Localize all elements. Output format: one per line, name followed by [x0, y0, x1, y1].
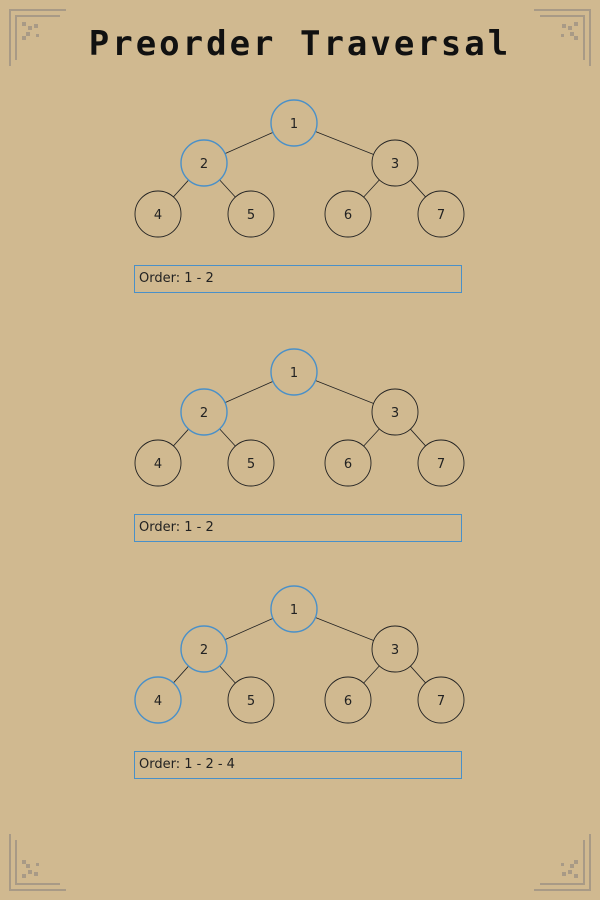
node-label: 2 — [200, 157, 208, 172]
node-circle — [324, 676, 372, 724]
node-label: 6 — [344, 208, 352, 223]
node-circle — [270, 585, 318, 633]
node-label: 4 — [154, 208, 162, 223]
node-circle — [324, 190, 372, 238]
traversal-step-1: 1 2 3 4 5 6 7 Order: 1 - 2 — [0, 95, 600, 305]
tree-edge-1-3 — [315, 380, 374, 404]
node-circle — [180, 625, 228, 673]
tree-edge-3-7 — [410, 179, 426, 198]
node-circle — [134, 676, 182, 724]
node-label: 1 — [290, 603, 298, 618]
node-circle — [180, 139, 228, 187]
tree-node-1: 1 — [270, 99, 318, 147]
tree-edge-2-5 — [219, 665, 236, 684]
node-label: 3 — [391, 643, 399, 658]
tree-edge-1-2 — [224, 617, 274, 641]
node-label: 4 — [154, 457, 162, 472]
tree-edge-2-4 — [173, 665, 189, 684]
tree-node-6: 6 — [324, 190, 372, 238]
corner-ornament-top-right — [534, 9, 591, 66]
tree-node-6: 6 — [324, 676, 372, 724]
tree-edge-3-7 — [410, 665, 426, 684]
order-readout: Order: 1 - 2 — [134, 514, 462, 542]
node-label: 2 — [200, 406, 208, 421]
node-label: 7 — [437, 208, 445, 223]
tree-edge-1-3 — [315, 617, 374, 641]
tree-node-6: 6 — [324, 439, 372, 487]
node-label: 6 — [344, 694, 352, 709]
node-circle — [227, 190, 275, 238]
node-label: 2 — [200, 643, 208, 658]
node-circle — [270, 99, 318, 147]
node-circle — [417, 190, 465, 238]
traversal-step-2: 1 2 3 4 5 6 7 Order: 1 - 2 — [0, 344, 600, 554]
tree-edge-3-6 — [363, 665, 380, 684]
corner-ornament-top-left — [9, 9, 66, 66]
tree-diagram: 1 2 3 4 5 6 7 — [134, 99, 465, 238]
node-label: 3 — [391, 406, 399, 421]
tree-edge-3-7 — [410, 428, 426, 447]
tree-edge-2-5 — [219, 179, 236, 198]
node-label: 5 — [247, 694, 255, 709]
node-label: 5 — [247, 208, 255, 223]
tree-edge-2-5 — [219, 428, 236, 447]
tree-node-7: 7 — [417, 439, 465, 487]
tree-diagram: 1 2 3 4 5 6 7 — [134, 348, 465, 487]
node-label: 1 — [290, 366, 298, 381]
tree-edge-3-6 — [363, 428, 380, 447]
node-label: 3 — [391, 157, 399, 172]
tree-edge-2-4 — [173, 428, 189, 447]
tree-node-5: 5 — [227, 190, 275, 238]
order-readout: Order: 1 - 2 — [134, 265, 462, 293]
node-label: 7 — [437, 457, 445, 472]
tree-node-2: 2 — [180, 139, 228, 187]
node-circle — [371, 139, 419, 187]
node-circle — [227, 676, 275, 724]
node-circle — [270, 348, 318, 396]
tree-node-5: 5 — [227, 676, 275, 724]
tree-node-3: 3 — [371, 139, 419, 187]
node-label: 6 — [344, 457, 352, 472]
tree-node-2: 2 — [180, 625, 228, 673]
tree-edge-1-2 — [224, 380, 274, 404]
tree-node-4: 4 — [134, 439, 182, 487]
tree-diagram: 1 2 3 4 5 6 7 — [134, 585, 465, 724]
tree-node-4: 4 — [134, 190, 182, 238]
tree-node-2: 2 — [180, 388, 228, 436]
node-circle — [227, 439, 275, 487]
tree-node-7: 7 — [417, 190, 465, 238]
node-circle — [371, 388, 419, 436]
tree-node-1: 1 — [270, 348, 318, 396]
node-label: 4 — [154, 694, 162, 709]
node-circle — [324, 439, 372, 487]
tree-node-1: 1 — [270, 585, 318, 633]
node-label: 7 — [437, 694, 445, 709]
tree-node-4: 4 — [134, 676, 182, 724]
tree-edge-1-2 — [224, 131, 274, 155]
page-title: Preorder Traversal — [88, 24, 512, 64]
tree-node-3: 3 — [371, 625, 419, 673]
corner-ornament-bottom-left — [9, 834, 66, 891]
node-label: 1 — [290, 117, 298, 132]
node-circle — [371, 625, 419, 673]
node-label: 5 — [247, 457, 255, 472]
node-circle — [417, 439, 465, 487]
tree-node-7: 7 — [417, 676, 465, 724]
traversal-step-3: 1 2 3 4 5 6 7 Order: 1 - 2 - 4 — [0, 581, 600, 791]
tree-edge-1-3 — [315, 131, 374, 155]
tree-node-3: 3 — [371, 388, 419, 436]
corner-ornament-bottom-right — [534, 834, 591, 891]
node-circle — [180, 388, 228, 436]
node-circle — [134, 190, 182, 238]
node-circle — [134, 439, 182, 487]
tree-edge-2-4 — [173, 179, 189, 198]
tree-edge-3-6 — [363, 179, 380, 198]
tree-node-5: 5 — [227, 439, 275, 487]
order-readout: Order: 1 - 2 - 4 — [134, 751, 462, 779]
node-circle — [417, 676, 465, 724]
